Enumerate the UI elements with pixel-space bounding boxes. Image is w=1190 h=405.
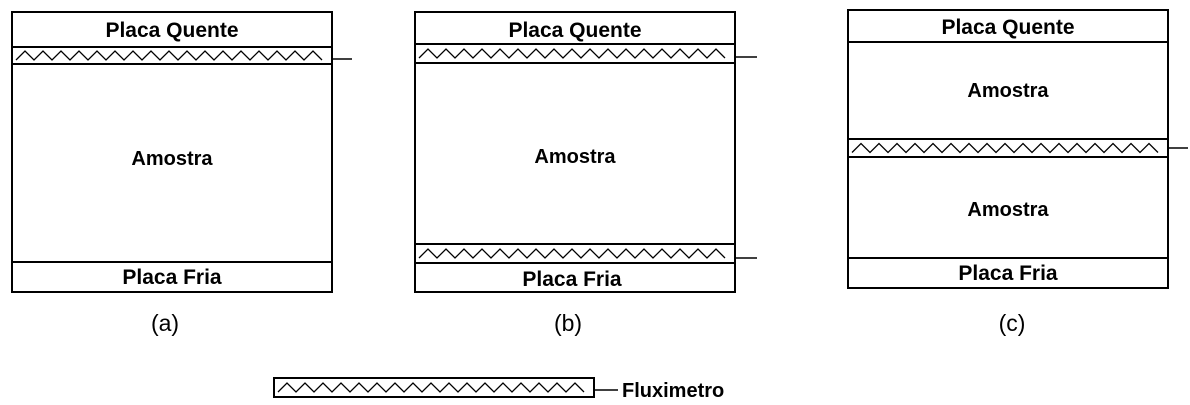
flux-meter-bottom-zigzag-b — [418, 248, 726, 259]
flux-meter-zigzag-a — [15, 50, 323, 61]
cold-plate-c — [847, 257, 1169, 289]
flux-meter-legend-label: Fluximetro — [622, 380, 724, 402]
cold-plate-label-a: Placa Fria — [122, 266, 222, 289]
sample-bottom-label-c: Amostra — [967, 199, 1049, 221]
flux-meter-bottom-b — [414, 243, 736, 264]
caption-c: (c) — [999, 310, 1026, 336]
hot-plate-label-a: Placa Quente — [105, 19, 238, 42]
sample-b — [414, 62, 736, 245]
cold-plate-a — [11, 261, 333, 293]
sample-label-a: Amostra — [131, 148, 213, 170]
configuration-b: Placa Quente Amostra Placa Fria (b) — [414, 11, 757, 336]
configuration-a: Placa Quente Amostra Placa Fria (a) — [11, 11, 352, 336]
legend: Fluximetro — [273, 377, 724, 402]
caption-a: (a) — [151, 310, 179, 336]
sample-top-label-c: Amostra — [967, 80, 1049, 102]
flux-meter-top-b — [414, 43, 736, 64]
sample-top-c — [847, 41, 1169, 140]
cold-plate-label-c: Placa Fria — [958, 262, 1058, 285]
cold-plate-b — [414, 262, 736, 293]
sample-a — [11, 63, 333, 263]
hot-plate-c — [847, 9, 1169, 43]
flux-meter-top-zigzag-b — [418, 48, 726, 59]
flux-meter-a — [11, 46, 333, 65]
flux-meter-legend-symbol — [273, 377, 595, 398]
sample-label-b: Amostra — [534, 146, 616, 168]
cold-plate-label-b: Placa Fria — [522, 268, 622, 291]
flux-meter-legend-zigzag — [277, 382, 585, 393]
caption-b: (b) — [554, 310, 582, 336]
flux-meter-c — [847, 138, 1169, 158]
hot-plate-label-b: Placa Quente — [508, 19, 641, 42]
hot-plate-a — [11, 11, 333, 48]
hot-plate-label-c: Placa Quente — [941, 16, 1074, 39]
configuration-c: Placa Quente Amostra Amostra Placa Fria … — [847, 9, 1188, 336]
flux-meter-zigzag-c — [851, 142, 1159, 154]
hot-plate-b — [414, 11, 736, 45]
